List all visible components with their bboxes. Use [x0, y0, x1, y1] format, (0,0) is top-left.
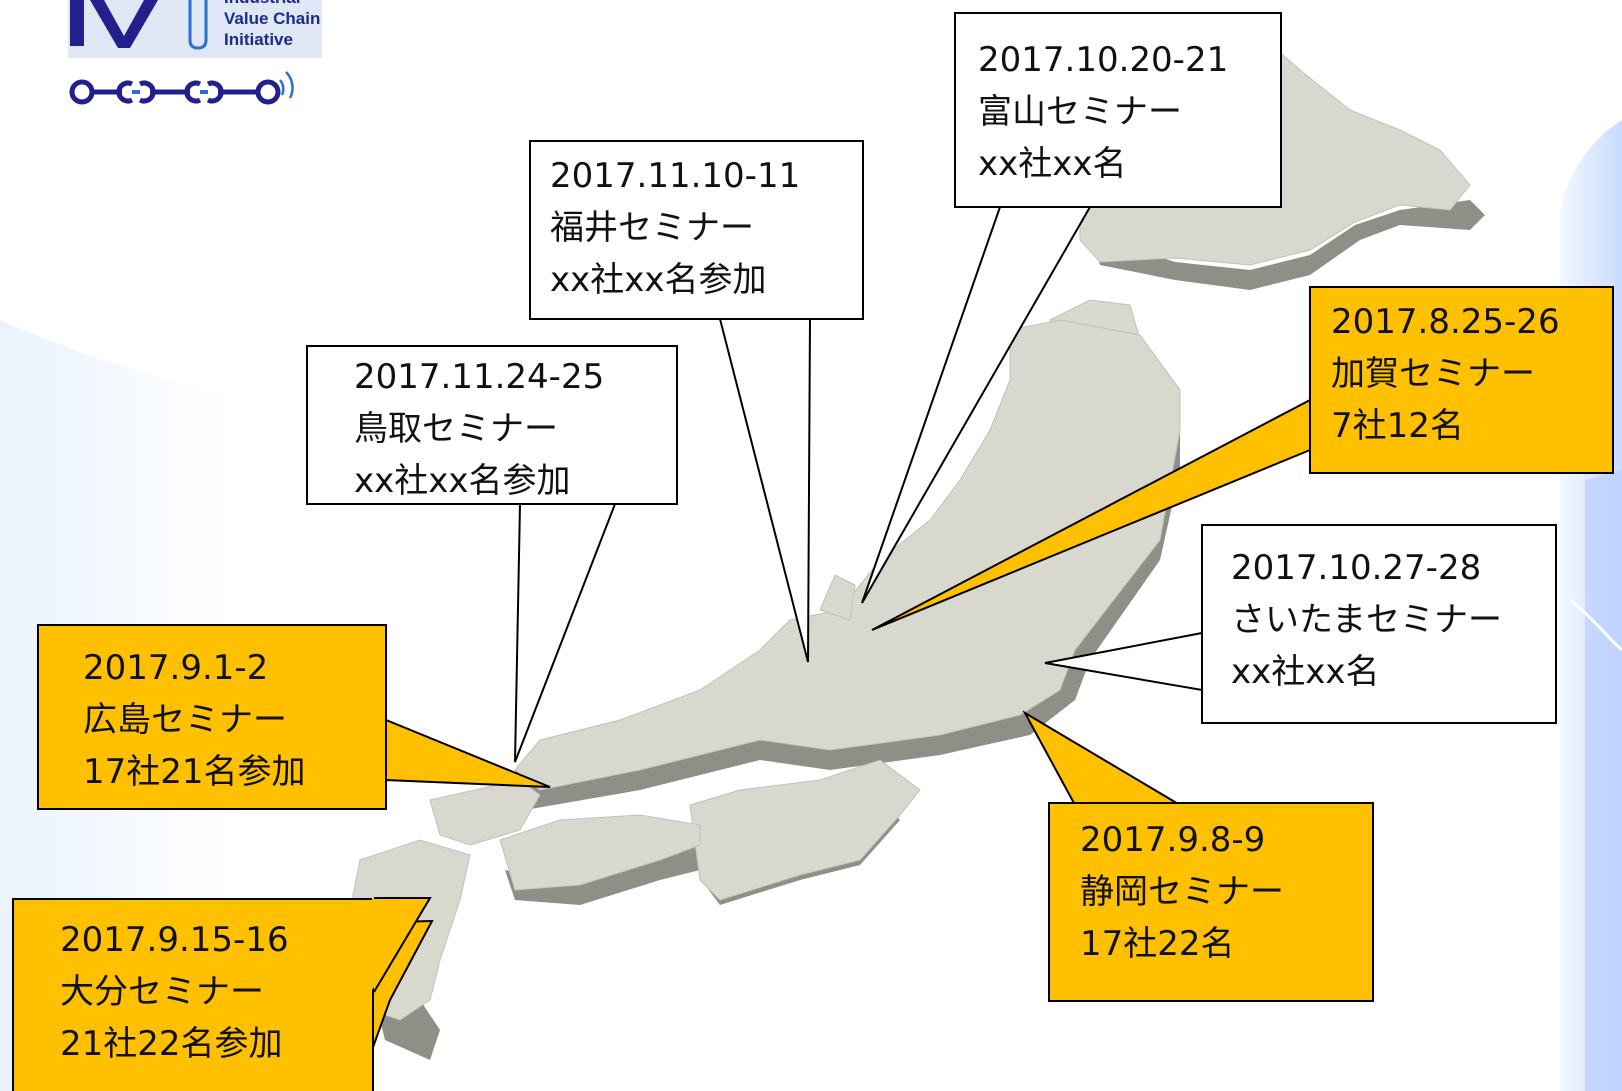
- seminar-date: 2017.8.25-26: [1331, 302, 1560, 342]
- callout-kaga: 2017.8.25-26 加賀セミナー 7社12名: [1309, 286, 1614, 474]
- ivi-logo: Industrial Value Chain Initiative: [68, 0, 322, 105]
- seminar-date: 2017.9.8-9: [1080, 820, 1266, 860]
- logo-text: Industrial Value Chain Initiative: [224, 0, 320, 50]
- seminar-attendance: 17社21名参加: [83, 752, 306, 792]
- callout-toyama: 2017.10.20-21 富山セミナー xx社xx名: [954, 12, 1282, 208]
- logo-mark-icon: [68, 0, 322, 105]
- callout-shizuoka: 2017.9.8-9 静岡セミナー 17社22名: [1048, 802, 1374, 1002]
- seminar-attendance: xx社xx名参加: [354, 461, 571, 501]
- callout-saitama: 2017.10.27-28 さいたまセミナー xx社xx名: [1201, 524, 1557, 724]
- seminar-title: 加賀セミナー: [1331, 354, 1535, 394]
- seminar-title: 静岡セミナー: [1080, 872, 1284, 912]
- callout-oita: 2017.9.15-16 大分セミナー 21社22名参加: [12, 898, 374, 1091]
- seminar-date: 2017.10.27-28: [1231, 548, 1482, 588]
- seminar-title: さいたまセミナー: [1231, 600, 1502, 640]
- seminar-attendance: xx社xx名: [978, 144, 1127, 184]
- seminar-date: 2017.11.24-25: [354, 357, 605, 397]
- callout-fukui: 2017.11.10-11 福井セミナー xx社xx名参加: [529, 140, 864, 320]
- seminar-title: 鳥取セミナー: [354, 409, 558, 449]
- seminar-attendance: 7社12名: [1331, 406, 1464, 446]
- seminar-date: 2017.10.20-21: [978, 40, 1229, 80]
- seminar-title: 広島セミナー: [83, 700, 287, 740]
- seminar-title: 福井セミナー: [550, 208, 754, 248]
- callout-tottori: 2017.11.24-25 鳥取セミナー xx社xx名参加: [306, 345, 678, 505]
- logo-line-1: Industrial: [224, 0, 320, 8]
- logo-line-2: Value Chain: [224, 9, 321, 28]
- seminar-attendance: 17社22名: [1080, 924, 1235, 964]
- seminar-attendance: xx社xx名: [1231, 652, 1380, 692]
- seminar-date: 2017.11.10-11: [550, 156, 801, 196]
- seminar-date: 2017.9.15-16: [60, 920, 289, 960]
- seminar-title: 大分セミナー: [60, 972, 264, 1012]
- seminar-attendance: xx社xx名参加: [550, 260, 767, 300]
- logo-line-3: Initiative: [224, 30, 293, 49]
- seminar-attendance: 21社22名参加: [60, 1024, 283, 1064]
- seminar-date: 2017.9.1-2: [83, 648, 269, 688]
- callout-hiroshima: 2017.9.1-2 広島セミナー 17社21名参加: [37, 624, 387, 810]
- seminar-title: 富山セミナー: [978, 92, 1182, 132]
